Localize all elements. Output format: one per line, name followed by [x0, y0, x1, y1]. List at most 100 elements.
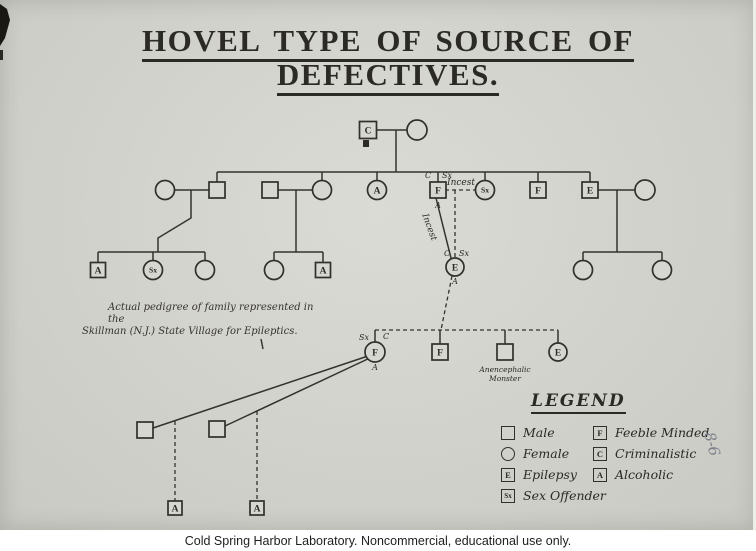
pedigree-edge [152, 354, 372, 429]
node-annotation: A [434, 201, 441, 210]
legend-entry-epilepsy: E Epilepsy [501, 464, 606, 485]
pedigree-node-III5: A [314, 261, 332, 279]
pedigree-node-III6: EC SxA [444, 249, 470, 286]
legend-entry-alcoholic: A Alcoholic [593, 464, 709, 485]
pedigree-node-M2 [208, 420, 226, 438]
diagram-label: Incest [419, 212, 438, 243]
node-trait-letter: C [365, 126, 372, 136]
scan-artifact-edge [0, 50, 3, 60]
male-symbol [249, 500, 265, 516]
node-annotation: A [451, 277, 458, 286]
node-annotation: Sx [442, 171, 452, 180]
pedigree-node-V1: A [167, 500, 183, 516]
pedigree-node-II1 [154, 179, 176, 201]
female-symbol [572, 259, 594, 281]
female-symbol [263, 259, 285, 281]
node-trait-letter: A [254, 504, 261, 514]
footer-credit-text: Cold Spring Harbor Laboratory. Noncommer… [184, 533, 572, 548]
pedigree-node-II3 [261, 181, 279, 199]
female-symbol [445, 257, 465, 277]
pedigree-pendant-mark [363, 140, 369, 147]
legend-entry-male: Male [501, 422, 606, 443]
pedigree-node-II4 [311, 179, 333, 201]
male-symbol [358, 120, 378, 140]
male-symbol [431, 343, 449, 361]
node-trait-letter: F [535, 186, 541, 196]
male-symbol-icon: A [593, 467, 607, 482]
legend-label: Criminalistic [615, 446, 697, 461]
male-symbol-icon: E [501, 467, 515, 482]
pedigree-node-III3 [194, 259, 216, 281]
stray-pen-mark [260, 338, 264, 350]
legend-label: Sex Offender [523, 488, 606, 503]
diagram-label: Incest [446, 178, 475, 188]
pedigree-node-III7 [572, 259, 594, 281]
node-trait-letter: A [320, 266, 327, 276]
node-annotation: Sx [459, 249, 469, 258]
node-trait-letter: E [452, 263, 458, 273]
node-annotation: C [444, 249, 450, 258]
male-symbol [208, 181, 226, 199]
pedigree-node-III8 [651, 259, 673, 281]
pedigree-node-IV3 [496, 343, 514, 361]
node-trait-letter: Sx [481, 186, 489, 195]
legend-entry-female: Female [501, 443, 606, 464]
female-symbol [548, 342, 568, 362]
node-trait-letter: E [587, 186, 593, 196]
node-trait-letter: A [95, 266, 102, 276]
pedigree-node-II5: A [366, 179, 388, 201]
female-symbol [364, 341, 386, 363]
scan-artifact-corner [0, 4, 10, 46]
pedigree-node-II7: Sx [474, 179, 496, 201]
female-symbol [406, 119, 428, 141]
node-trait-letter: F [437, 348, 443, 358]
title-line-2: DEFECTIVES. [276, 57, 500, 96]
female-symbol [474, 179, 496, 201]
footer-credit-bar: Cold Spring Harbor Laboratory. Noncommer… [0, 530, 756, 551]
male-symbol [496, 343, 514, 361]
caption-line-2: Skillman (N.J.) State Village for Epilep… [82, 326, 298, 337]
male-symbol [89, 261, 107, 279]
pedigree-edge [157, 190, 192, 252]
legend-label: Female [523, 446, 570, 461]
female-symbol [366, 179, 388, 201]
diagram-label: Monster [488, 374, 521, 383]
legend-label: Epilepsy [523, 467, 577, 482]
legend-label: Alcoholic [615, 467, 674, 482]
pedigree-node-III2: Sx [142, 259, 164, 281]
node-trait-letter: F [372, 348, 378, 358]
pedigree-edge [224, 356, 373, 427]
pedigree-node-I1: C [358, 120, 378, 140]
pedigree-node-III4 [263, 259, 285, 281]
male-symbol [581, 181, 599, 199]
pedigree-caption: Actual pedigree of family represented in… [82, 302, 322, 338]
pedigree-node-IV4: E [548, 342, 568, 362]
pedigree-edge-dashed [440, 275, 453, 331]
pedigree-node-II8: F [529, 181, 547, 199]
male-symbol [167, 500, 183, 516]
male-symbol-icon: F [593, 425, 607, 440]
title-line-1: HOVEL TYPE OF SOURCE OF [141, 23, 634, 62]
pedigree-node-M1 [136, 421, 154, 439]
node-trait-letter: F [435, 186, 441, 196]
male-symbol-icon: Sx [501, 488, 515, 503]
male-symbol [208, 420, 226, 438]
pedigree-node-IV2: F [431, 343, 449, 361]
male-symbol-icon [501, 425, 515, 440]
legend-entry-sex-offender: Sx Sex Offender [501, 485, 606, 506]
pedigree-node-III1: A [89, 261, 107, 279]
node-annotation: Sx [359, 333, 369, 342]
caption-line-1: Actual pedigree of family represented in… [108, 302, 314, 325]
node-trait-letter: A [172, 504, 179, 514]
female-symbol [634, 179, 656, 201]
diagram-label: Anencephalic [478, 365, 531, 374]
pedigree-edge [435, 197, 453, 263]
node-trait-letter: E [555, 348, 561, 358]
